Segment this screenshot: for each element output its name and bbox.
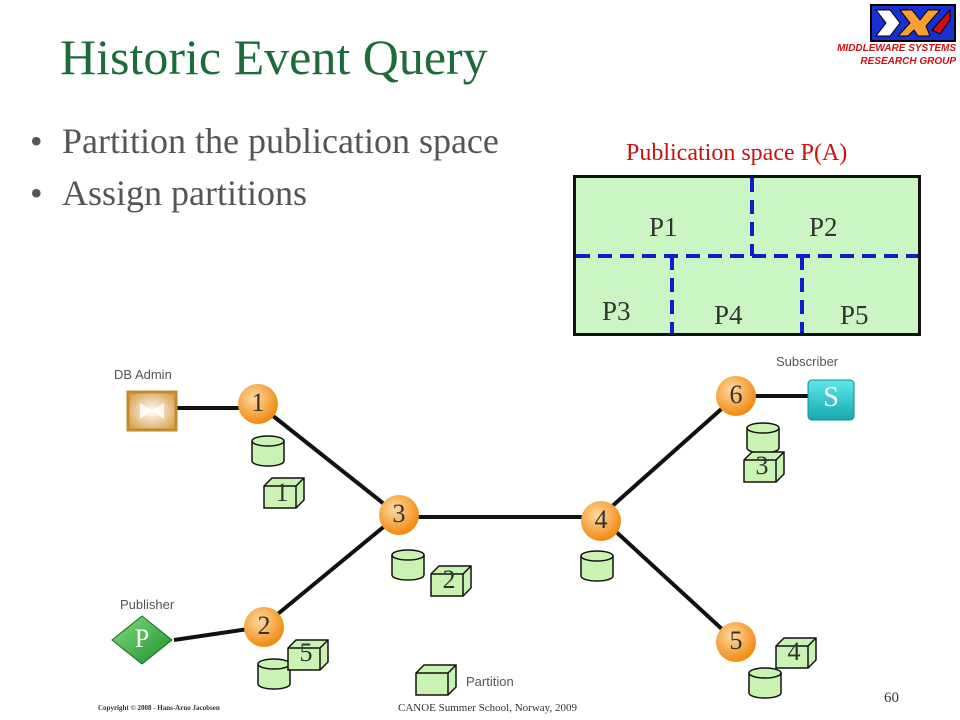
database-icon — [580, 550, 614, 582]
partition-assignment-label: 1 — [275, 478, 289, 507]
bullet-item: •Assign partitions — [30, 173, 308, 213]
venue-text: CANOE Summer School, Norway, 2009 — [398, 702, 577, 714]
database-icons — [251, 422, 782, 699]
page-number: 60 — [884, 690, 899, 706]
partition-cube-icon — [287, 639, 329, 671]
partition-assignment-label: 3 — [755, 451, 769, 480]
msrg-logo — [870, 4, 956, 42]
partition-assignment-label: 4 — [787, 637, 801, 666]
slide-title: Historic Event Query — [60, 29, 488, 85]
database-icon — [251, 435, 285, 467]
partition-assignment-label: 2 — [442, 565, 456, 594]
partition-label-p3: P3 — [602, 296, 631, 326]
database-icon — [746, 422, 780, 454]
broker-circle — [716, 376, 756, 416]
msrg-logo-icon — [870, 4, 956, 42]
partition-label-p2: P2 — [809, 212, 838, 242]
publication-space-box: P1 P2 P3 P4 P5 — [573, 175, 921, 336]
edge-broker4-broker5 — [598, 515, 738, 644]
db-admin-label: DB Admin — [114, 367, 172, 382]
broker-label: 4 — [594, 505, 608, 534]
bullet-item: •Partition the publication space — [30, 121, 499, 161]
broker-circle — [379, 495, 419, 535]
partition-cube-icon — [263, 477, 305, 509]
broker-circle — [581, 501, 621, 541]
broker-label: 5 — [729, 626, 743, 655]
database-icon — [391, 549, 425, 581]
edge-broker3-broker2 — [260, 513, 400, 629]
broker-label: 2 — [257, 611, 271, 640]
logo-line-2: RESEARCH GROUP — [860, 56, 956, 67]
legend-partition-cube-icon — [415, 664, 457, 696]
broker-label: 3 — [392, 499, 406, 528]
partition-label-p5: P5 — [840, 300, 869, 330]
partition-label-p4: P4 — [714, 300, 743, 330]
partition-cubes — [263, 451, 817, 696]
broker-circles — [238, 376, 756, 662]
broker-circle — [716, 622, 756, 662]
broker-label: 6 — [729, 380, 743, 409]
copyright-text: Copyright © 2008 - Hans-Arno Jacobsen — [98, 704, 220, 712]
broker-circle — [238, 384, 278, 424]
broker-label: 1 — [251, 388, 265, 417]
partition-label-p1: P1 — [649, 212, 678, 242]
publisher-symbol: P — [134, 624, 150, 653]
bullet-text: Assign partitions — [62, 173, 308, 213]
network-edges — [173, 394, 808, 644]
subscriber-label: Subscriber — [776, 354, 839, 369]
partition-cube-icon — [430, 565, 472, 597]
db-admin-client — [126, 390, 178, 432]
logo-text: MIDDLEWARE SYSTEMS RESEARCH GROUP — [800, 42, 956, 68]
database-icon — [257, 658, 291, 690]
publisher-label: Publisher — [120, 597, 175, 612]
edge-broker1-broker3 — [256, 402, 400, 517]
bullet-text: Partition the publication space — [62, 121, 499, 161]
partition-cube-icon — [743, 451, 785, 483]
partition-dividers — [576, 178, 918, 333]
broker-circle — [244, 607, 284, 647]
publisher-node — [111, 615, 173, 665]
partition-cube-icon — [775, 637, 817, 669]
subscriber-symbol: S — [823, 382, 839, 413]
edge-broker4-broker6 — [598, 394, 738, 519]
publication-space-label: Publication space P(A) — [626, 140, 848, 166]
legend-partition-label: Partition — [466, 674, 514, 689]
logo-line-1: MIDDLEWARE SYSTEMS — [837, 43, 956, 54]
partition-assignment-label: 5 — [299, 638, 313, 667]
subscriber-node — [807, 379, 855, 421]
database-icon — [748, 667, 782, 699]
